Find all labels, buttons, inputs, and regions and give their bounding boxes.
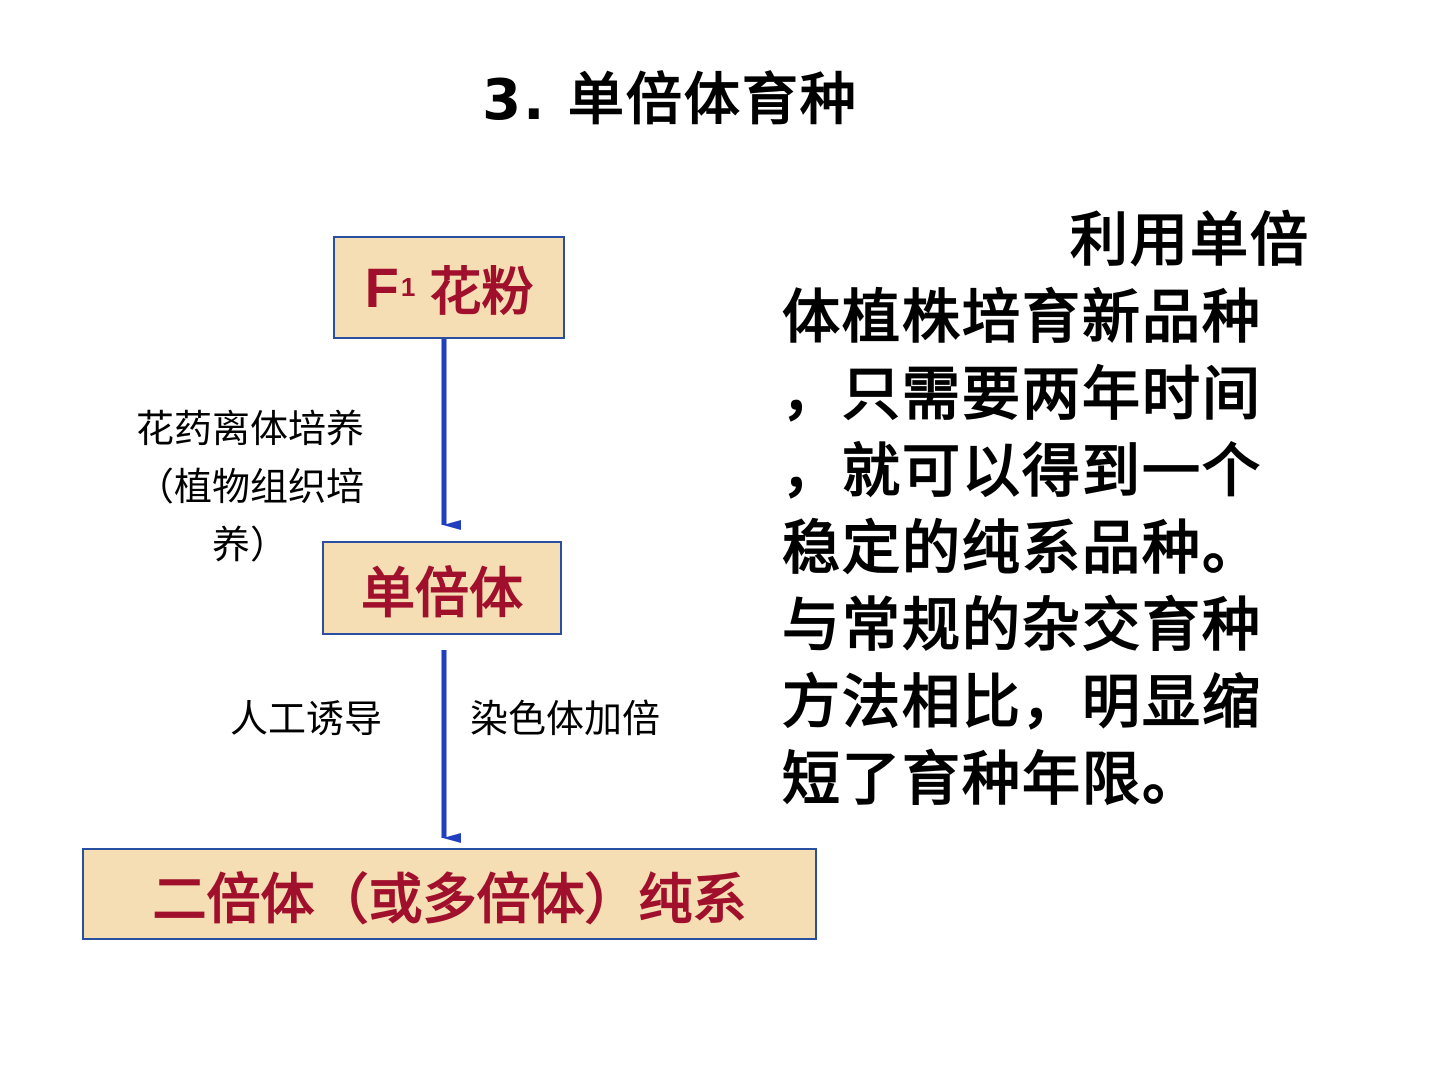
paragraph-line: ，只需要两年时间 [782,360,1263,428]
paragraph-line: 短了育种年限。 [782,745,1203,813]
paragraph-line: 稳定的纯系品种。 [782,514,1263,582]
step1-line: （植物组织培 [135,465,364,509]
paragraph-line: 与常规的杂交育种 [782,591,1263,659]
step1-line: 花药离体培养 [135,407,364,451]
paragraph-line: ，就可以得到一个 [782,437,1263,505]
step1-label: 花药离体培养 （植物组织培 养） [100,400,400,574]
paragraph-line: 体植株培育新品种 [782,283,1263,351]
step2-left-label: 人工诱导 [230,697,383,741]
f1-text: 花粉 [429,263,534,323]
explanation-paragraph: 利用单倍 体植株培育新品种 ，只需要两年时间 ，就可以得到一个 稳定的纯系品种。… [782,202,1310,818]
f1-letter: F [364,256,399,319]
page-title: 3. 单倍体育种 [482,68,858,133]
step1-line: 养） [211,523,288,567]
step2-right-label: 染色体加倍 [470,697,661,741]
box-diploid-pure-line: 二倍体（或多倍体）纯系 [82,848,817,940]
paragraph-line: 利用单倍 [1069,206,1310,274]
paragraph-line: 方法相比，明显缩 [782,668,1263,736]
f1-subscript: 1 [400,272,416,302]
box-haploid: 单倍体 [322,541,562,635]
